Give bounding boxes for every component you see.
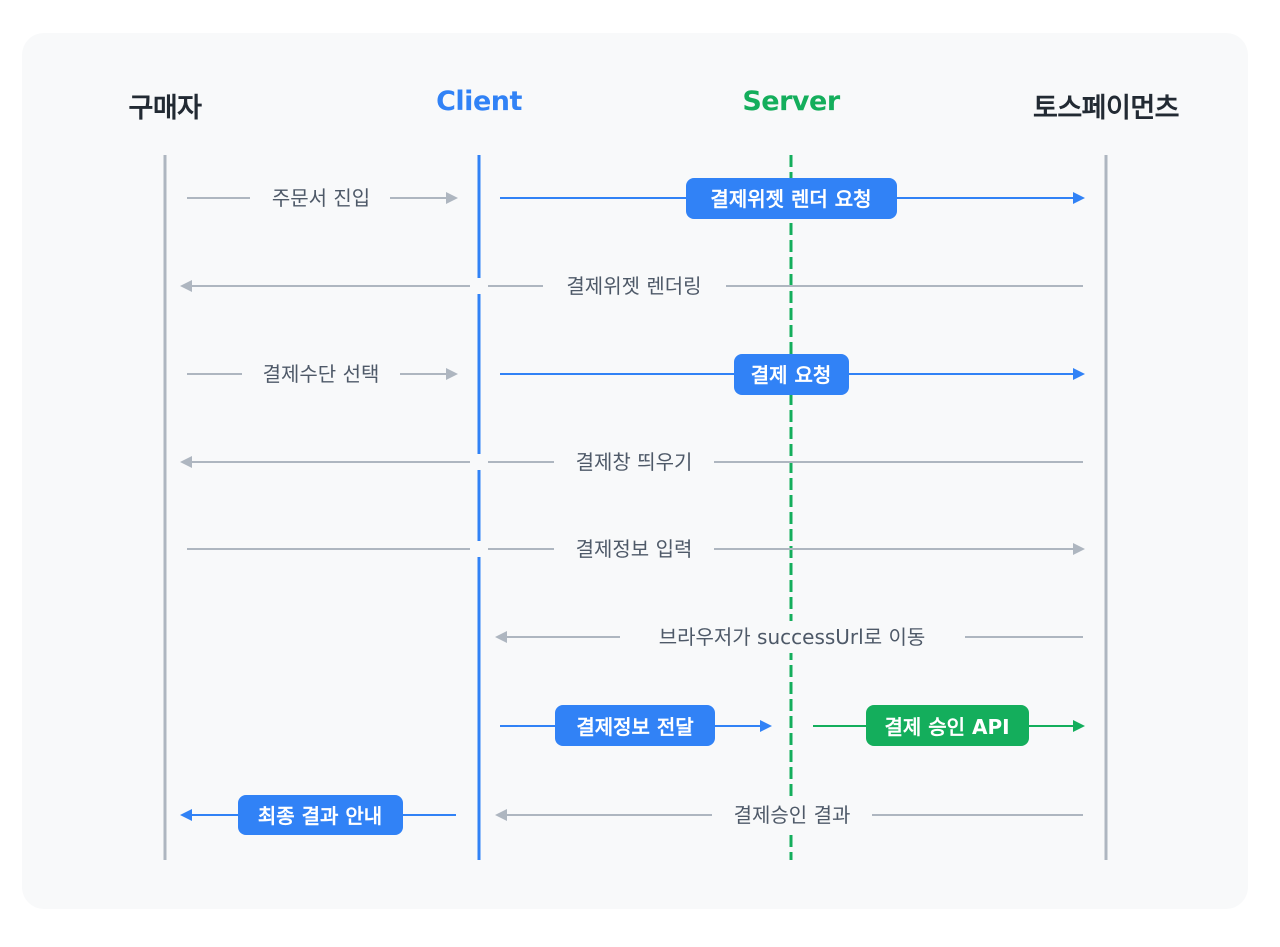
message-row-1: 주문서 진입: [187, 183, 458, 213]
participant-buyer-title: 구매자: [128, 93, 202, 124]
participant-toss-title: 토스페이먼츠: [1032, 93, 1180, 124]
message-row-2: 결제위젯 렌더 요청: [500, 178, 1085, 219]
message-row-12: 최종 결과 안내: [180, 795, 456, 835]
pill-approval-api: [866, 705, 1029, 746]
participant-client-title: Client: [436, 86, 522, 117]
message-label: 결제창 띄우기: [576, 450, 693, 474]
message-label: 브라우저가 successUrl로 이동: [659, 625, 926, 649]
message-label: 주문서 진입: [272, 186, 370, 210]
message-row-8: 브라우저가 successUrl로 이동: [495, 621, 1083, 653]
pill-render-request: [686, 178, 897, 219]
pill-info-transfer: [555, 705, 715, 746]
pill-payment-request: [734, 354, 849, 395]
message-label: 결제정보 입력: [576, 537, 693, 561]
message-row-9: 결제정보 전달: [500, 705, 772, 746]
pill-label: 결제 승인 API: [884, 715, 1009, 739]
message-row-10: 결제 승인 API: [813, 705, 1085, 746]
pill-label: 결제위젯 렌더 요청: [710, 187, 871, 211]
message-label: 결제위젯 렌더링: [566, 274, 701, 298]
message-row-7: 결제정보 입력: [187, 533, 1085, 565]
message-row-3: 결제위젯 렌더링: [180, 270, 1083, 302]
participant-server-title: Server: [742, 86, 840, 117]
message-row-11: 결제승인 결과: [495, 799, 1083, 831]
pill-label: 결제정보 전달: [576, 715, 694, 739]
message-row-4: 결제수단 선택: [187, 359, 458, 389]
pill-label: 결제 요청: [751, 363, 832, 387]
message-row-5: 결제 요청: [500, 354, 1085, 395]
message-label: 결제승인 결과: [734, 803, 851, 827]
pill-final-result: [238, 795, 403, 835]
message-label: 결제수단 선택: [263, 362, 380, 386]
message-row-6: 결제창 띄우기: [180, 446, 1083, 478]
pill-label: 최종 결과 안내: [258, 804, 382, 828]
